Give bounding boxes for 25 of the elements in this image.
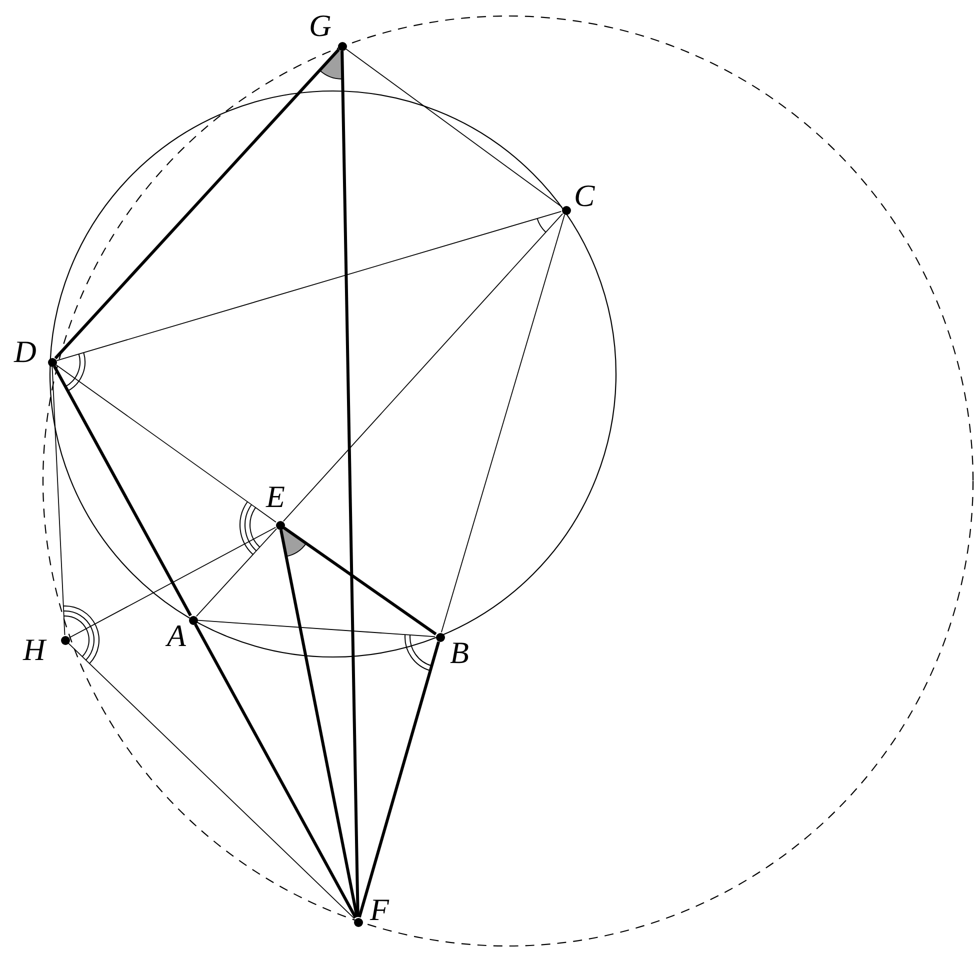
point-label: C xyxy=(574,180,595,212)
line-segment xyxy=(68,643,355,919)
line-segment xyxy=(198,620,436,638)
line-segment xyxy=(440,214,566,633)
line-segment xyxy=(56,210,562,362)
line-segment xyxy=(53,366,192,616)
line-segment xyxy=(54,48,340,360)
point-label: H xyxy=(23,634,46,666)
line-segment xyxy=(56,364,276,523)
line-segment xyxy=(280,530,358,918)
line-segment xyxy=(52,366,66,636)
point-label: A xyxy=(167,620,186,652)
line-segment xyxy=(340,50,360,918)
line-segment xyxy=(358,641,440,918)
point-label: B xyxy=(450,637,469,669)
line-segment xyxy=(68,526,276,638)
line-segment xyxy=(194,624,357,918)
line-segment xyxy=(196,528,278,617)
point-label: E xyxy=(266,481,285,513)
point-label: G xyxy=(309,10,332,42)
line-segment xyxy=(346,48,562,208)
point-label: F xyxy=(370,894,389,926)
line-segment xyxy=(282,213,564,522)
line-segment xyxy=(283,526,437,636)
point-label: D xyxy=(14,336,36,368)
